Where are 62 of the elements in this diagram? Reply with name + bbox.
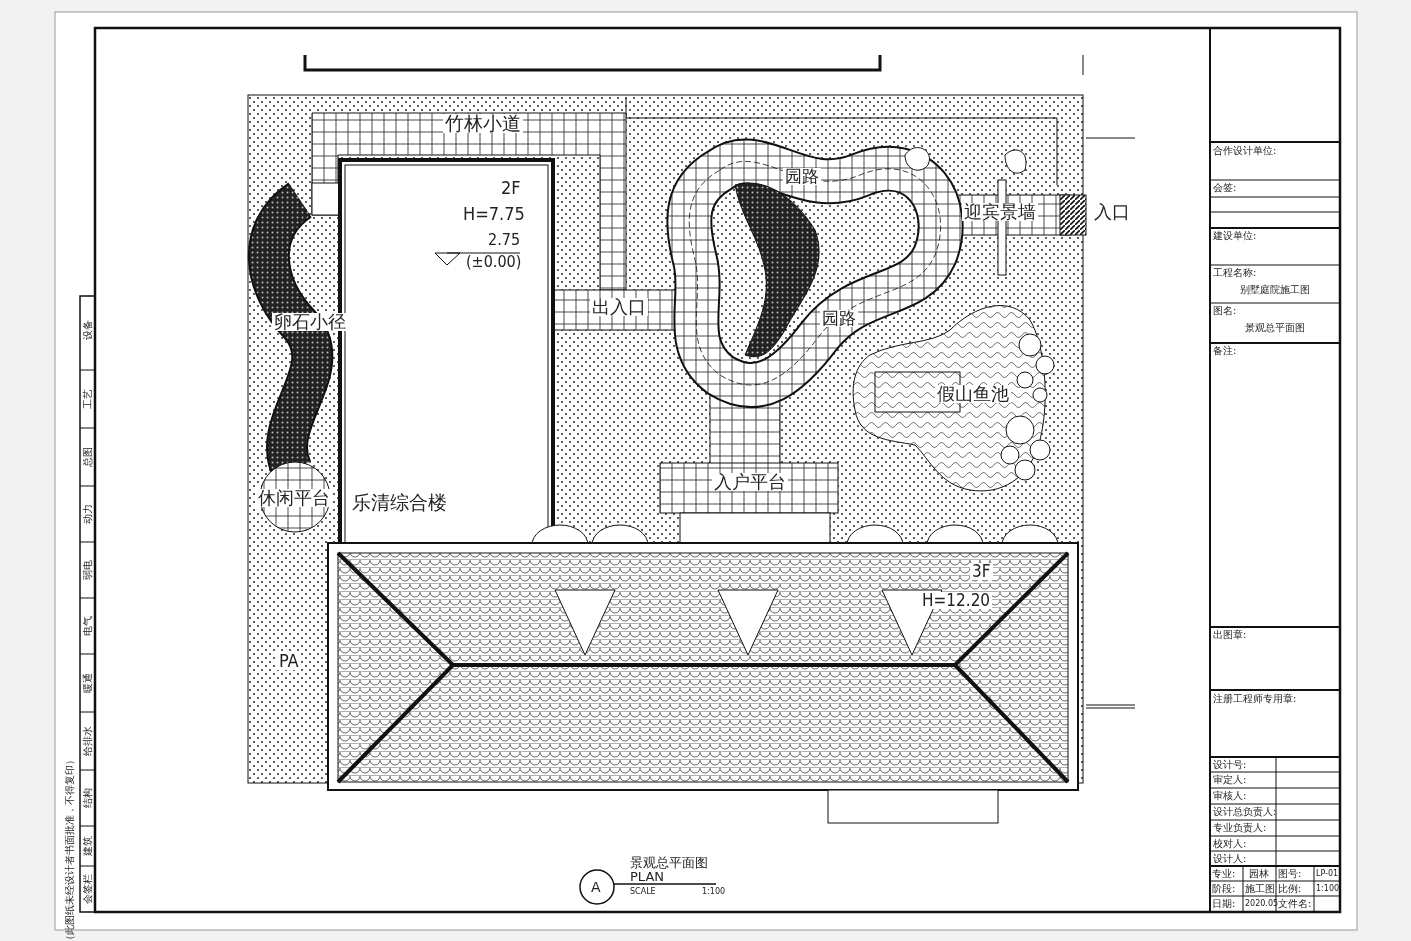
title-block-text: 阶段: xyxy=(1212,884,1236,894)
title-block-text: 工程名称: xyxy=(1213,268,1257,278)
title-block-text: 施工图 xyxy=(1245,884,1275,894)
discipline-label: 动力 xyxy=(82,504,93,524)
area-label: 园路 xyxy=(820,310,858,327)
title-block-text: 园林 xyxy=(1249,869,1269,879)
title-block-text: 设计人: xyxy=(1213,854,1247,864)
discipline-label: 设备 xyxy=(82,320,93,340)
area-label: 出入口 xyxy=(590,298,648,316)
drawing-title: 景观总平面图 xyxy=(630,856,708,869)
scale-value: 1:100 xyxy=(702,888,726,896)
area-label: 园路 xyxy=(783,168,821,185)
title-block-text: 审定人: xyxy=(1213,775,1247,785)
elevation-label: (±0.00) xyxy=(466,254,522,270)
drawing-title: PLAN xyxy=(630,870,664,883)
title-block-text: 日期: xyxy=(1212,899,1236,909)
title-block-text: 专业负责人: xyxy=(1213,823,1267,833)
title-block-text: LP-01 xyxy=(1316,870,1339,878)
area-label: 迎宾景墙 xyxy=(962,203,1038,221)
title-block-text: 1:100 xyxy=(1316,885,1340,893)
title-block-text: 图名: xyxy=(1213,306,1237,316)
title-block-text: 文件名: xyxy=(1278,899,1312,909)
title-block-text: 建设单位: xyxy=(1213,231,1257,241)
area-label: 竹林小道 xyxy=(443,114,523,133)
title-block-text: 别墅庭院施工图 xyxy=(1240,285,1310,295)
note-text: （此图纸未经设计者书面批准，不得复印） xyxy=(65,755,75,941)
floor-label: 3F xyxy=(970,563,993,580)
discipline-label: 建筑 xyxy=(82,836,93,856)
area-label: 休闲平台 xyxy=(256,489,332,507)
title-block-text: 图号: xyxy=(1278,869,1302,879)
title-block-text: 景观总平面图 xyxy=(1245,323,1305,333)
discipline-label: 电气 xyxy=(82,616,93,636)
height-label: H=7.75 xyxy=(463,205,525,223)
area-label: 假山鱼池 xyxy=(935,385,1011,403)
discipline-label: 暖通 xyxy=(82,673,93,693)
title-block-text: 合作设计单位: xyxy=(1213,146,1277,156)
discipline-label: 弱电 xyxy=(82,560,93,580)
area-label: 卵石小径 xyxy=(272,313,348,331)
elevation-label: 2.75 xyxy=(488,232,521,248)
title-block-text: 设计总负责人: xyxy=(1213,807,1277,817)
discipline-label: 给排水 xyxy=(82,726,93,756)
title-block-text: 校对人: xyxy=(1213,839,1247,849)
discipline-label: 会签栏 xyxy=(82,874,93,904)
title-block-text: 审核人: xyxy=(1213,791,1247,801)
scale-label: SCALE xyxy=(630,888,656,896)
title-block-text: 备注: xyxy=(1213,346,1237,356)
title-block-text: 比例: xyxy=(1278,884,1302,894)
reference-letter: A xyxy=(591,880,601,894)
height-label: H=12.20 xyxy=(920,592,993,609)
title-block-text: 2020.05 xyxy=(1245,900,1279,908)
floor-label: 2F xyxy=(501,179,521,197)
discipline-label: 工艺 xyxy=(82,389,93,409)
title-block-text: 专业: xyxy=(1212,869,1236,879)
title-block-text: 会签: xyxy=(1213,183,1237,193)
title-block-text: 出图章: xyxy=(1213,630,1247,640)
title-block-text: 设计号: xyxy=(1213,760,1247,770)
area-label: PA xyxy=(277,652,301,670)
building-name: 乐清综合楼 xyxy=(352,493,447,512)
discipline-label: 结构 xyxy=(82,788,93,808)
area-label: 入户平台 xyxy=(712,473,788,491)
discipline-label: 总图 xyxy=(82,447,93,467)
title-block-text: 注册工程师专用章: xyxy=(1213,694,1297,704)
